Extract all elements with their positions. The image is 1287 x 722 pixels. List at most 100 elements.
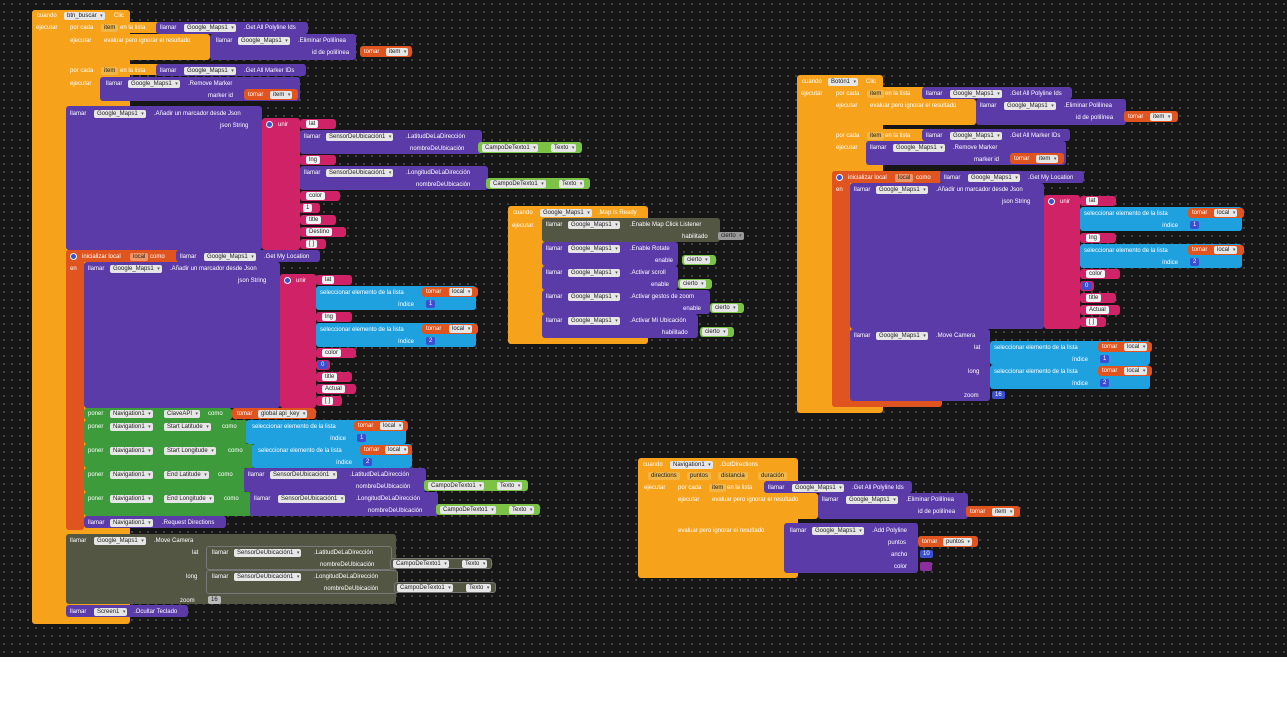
item-dropdown[interactable]: item — [1150, 113, 1173, 121]
nav-dropdown[interactable]: Navigation1 — [110, 495, 153, 503]
texto-dropdown[interactable]: Texto — [559, 180, 585, 188]
nav-dropdown[interactable]: Navigation1 — [110, 423, 153, 431]
nav-dropdown[interactable]: Navigation1 — [110, 447, 153, 455]
var-local[interactable]: local — [130, 253, 149, 261]
map-dropdown[interactable]: Google_Maps1 — [1004, 102, 1056, 110]
eval-ignore[interactable] — [100, 34, 210, 60]
campo-dropdown[interactable]: CampoDeTexto1 — [397, 584, 453, 592]
local-dropdown[interactable]: local — [1124, 343, 1148, 351]
init-local-block[interactable] — [832, 171, 850, 407]
bool-cierto[interactable]: cierto — [702, 328, 728, 336]
num-16[interactable]: 16 — [208, 596, 221, 604]
map-dropdown[interactable]: Google_Maps1 — [110, 265, 162, 273]
item-dropdown[interactable]: item — [1036, 155, 1059, 163]
gear-icon[interactable] — [1048, 198, 1055, 205]
btn-buscar-dropdown[interactable]: btn_buscar — [64, 12, 105, 20]
num-16[interactable]: 16 — [992, 391, 1005, 399]
bool-cierto[interactable]: cierto — [684, 256, 710, 264]
map-dropdown[interactable]: Google_Maps1 — [184, 24, 236, 32]
local-dropdown[interactable]: local — [1214, 246, 1238, 254]
map-dropdown[interactable]: Google_Maps1 — [94, 110, 146, 118]
texto-dropdown[interactable]: Texto — [462, 560, 488, 568]
str-lng[interactable]: lng — [1086, 234, 1101, 242]
nav-dropdown[interactable]: Navigation1 — [110, 519, 153, 527]
campo-dropdown[interactable]: CampoDeTexto1 — [482, 144, 538, 152]
str-lat[interactable]: lat — [322, 276, 335, 284]
param-puntos[interactable]: puntos — [687, 472, 712, 480]
prop-end-lat-dropdown[interactable]: End Latitude — [164, 471, 209, 479]
map-dropdown[interactable]: Google_Maps1 — [893, 144, 945, 152]
call-anadir-marcador[interactable] — [850, 183, 1044, 329]
bool-cierto[interactable]: cierto — [680, 280, 706, 288]
local-dropdown[interactable]: local — [1214, 209, 1238, 217]
str-color[interactable]: color — [322, 349, 342, 357]
map-dropdown[interactable]: Google_Maps1 — [540, 209, 592, 217]
str-empty-list[interactable]: [ ] — [322, 397, 334, 405]
num-1[interactable]: 1 — [357, 434, 367, 442]
str-title[interactable]: title — [306, 216, 322, 224]
str-title[interactable]: title — [1086, 294, 1102, 302]
str-lng[interactable]: lng — [306, 156, 321, 164]
texto-dropdown[interactable]: Texto — [497, 482, 523, 490]
num-2[interactable]: 2 — [426, 337, 436, 345]
gear-icon[interactable] — [266, 121, 273, 128]
map-dropdown[interactable]: Google_Maps1 — [94, 537, 146, 545]
var-item[interactable]: item — [867, 90, 885, 98]
map-dropdown[interactable]: Google_Maps1 — [568, 269, 620, 277]
str-color[interactable]: color — [306, 192, 326, 200]
item-dropdown[interactable]: item — [992, 508, 1015, 516]
texto-dropdown[interactable]: Texto — [466, 584, 492, 592]
num-10[interactable]: 10 — [920, 550, 933, 558]
map-dropdown[interactable]: Google_Maps1 — [568, 317, 620, 325]
gear-icon[interactable] — [284, 277, 291, 284]
map-dropdown[interactable]: Google_Maps1 — [812, 527, 864, 535]
map-dropdown[interactable]: Google_Maps1 — [968, 174, 1020, 182]
texto-dropdown[interactable]: Texto — [551, 144, 577, 152]
nav-dropdown[interactable]: Navigation1 — [110, 410, 153, 418]
prop-start-lng-dropdown[interactable]: Start Longitude — [164, 447, 216, 455]
num-2[interactable]: 2 — [1190, 258, 1200, 266]
nav-dropdown[interactable]: Navigation1 — [110, 471, 153, 479]
map-dropdown[interactable]: Google_Maps1 — [184, 67, 236, 75]
eval-ignore[interactable] — [674, 523, 784, 573]
global-key-dropdown[interactable]: global api_key — [258, 410, 308, 418]
sensor-dropdown[interactable]: SensorDeUbicación1 — [234, 549, 302, 557]
var-item[interactable]: item — [101, 67, 119, 75]
join-block[interactable] — [1044, 195, 1080, 329]
str-title[interactable]: title — [322, 373, 338, 381]
gear-icon[interactable] — [836, 174, 843, 181]
eval-ignore[interactable] — [866, 99, 976, 125]
bool-cierto[interactable]: cierto — [712, 304, 738, 312]
var-item[interactable]: item — [867, 132, 885, 140]
map-dropdown[interactable]: Google_Maps1 — [238, 37, 290, 45]
str-1[interactable]: 1 — [303, 204, 313, 212]
eval-ignore[interactable] — [708, 493, 818, 519]
prop-start-lat-dropdown[interactable]: Start Latitude — [164, 423, 211, 431]
init-local-block[interactable] — [66, 250, 84, 530]
local-dropdown[interactable]: local — [449, 288, 473, 296]
map-dropdown[interactable]: Google_Maps1 — [950, 132, 1002, 140]
call-anadir-marcador[interactable] — [66, 106, 262, 250]
str-empty-list[interactable]: [ ] — [306, 240, 318, 248]
param-distancia[interactable]: distancia — [718, 472, 748, 480]
texto-dropdown[interactable]: Texto — [509, 506, 535, 514]
map-dropdown[interactable]: Google_Maps1 — [568, 245, 620, 253]
bool-cierto[interactable]: cierto — [718, 232, 744, 240]
map-dropdown[interactable]: Google_Maps1 — [876, 186, 928, 194]
map-dropdown[interactable]: Google_Maps1 — [950, 90, 1002, 98]
sensor-dropdown[interactable]: SensorDeUbicación1 — [278, 495, 346, 503]
num-2[interactable]: 2 — [1100, 379, 1110, 387]
num-1[interactable]: 1 — [426, 300, 436, 308]
color-swatch[interactable] — [920, 562, 932, 571]
local-dropdown[interactable]: local — [385, 446, 409, 454]
num-1[interactable]: 1 — [1100, 355, 1110, 363]
join-block[interactable] — [262, 118, 300, 250]
local-dropdown[interactable]: local — [1124, 367, 1148, 375]
campo-dropdown[interactable]: CampoDeTexto1 — [440, 506, 496, 514]
num-0[interactable]: 0 — [318, 361, 328, 369]
var-item[interactable]: item — [101, 24, 119, 32]
local-dropdown[interactable]: local — [380, 422, 404, 430]
map-dropdown[interactable]: Google_Maps1 — [568, 221, 620, 229]
item-dropdown[interactable]: item — [270, 91, 293, 99]
puntos-dropdown[interactable]: puntos — [943, 538, 973, 546]
